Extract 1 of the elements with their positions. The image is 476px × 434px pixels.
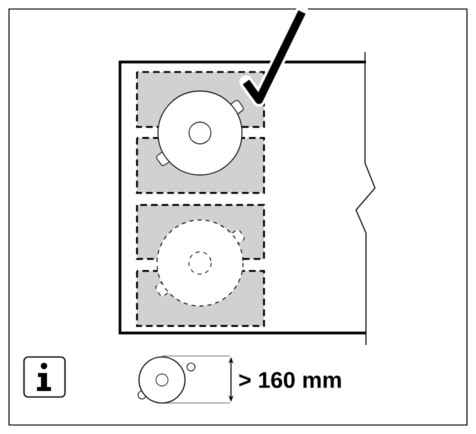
dimension-label: > 160 mm — [239, 372, 341, 388]
